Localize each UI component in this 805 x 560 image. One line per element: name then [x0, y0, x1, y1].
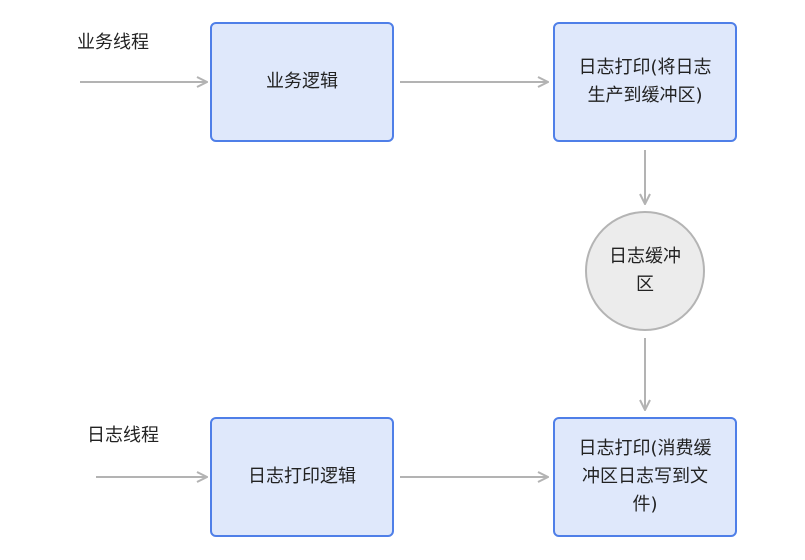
node-business-logic: 业务逻辑 — [210, 22, 394, 142]
node-log-buffer: 日志缓冲 区 — [585, 211, 705, 331]
lane-label-log-thread: 日志线程 — [87, 425, 159, 446]
node-business-logic-label: 业务逻辑 — [266, 71, 338, 92]
lane-label-business-thread: 业务线程 — [77, 32, 149, 53]
node-log-print-logic-label: 日志打印逻辑 — [248, 466, 356, 487]
node-log-print-logic: 日志打印逻辑 — [210, 417, 394, 537]
node-log-print-consume-label: 日志打印(消费缓 冲区日志写到文 件) — [578, 438, 712, 515]
node-log-buffer-label: 日志缓冲 区 — [609, 246, 681, 295]
node-log-print-produce: 日志打印(将日志 生产到缓冲区) — [553, 22, 737, 142]
node-log-print-consume: 日志打印(消费缓 冲区日志写到文 件) — [553, 417, 737, 537]
node-log-print-produce-label: 日志打印(将日志 生产到缓冲区) — [578, 57, 712, 106]
